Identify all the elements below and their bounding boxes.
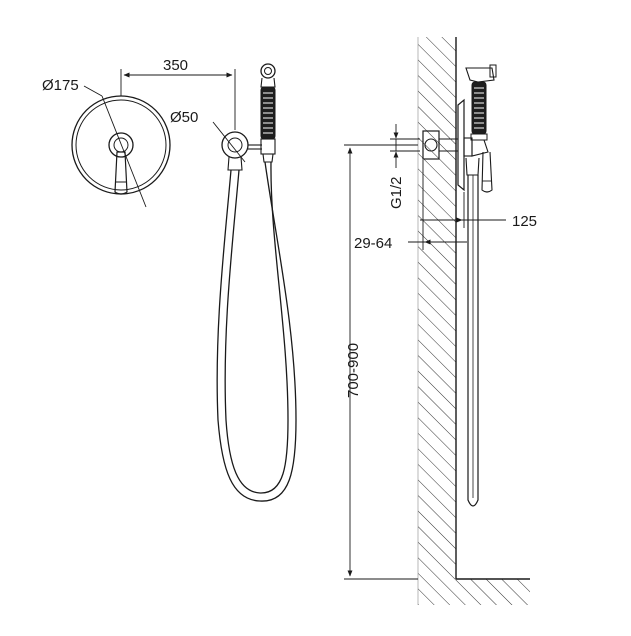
install-height-label: 700-900: [345, 343, 362, 398]
outlet-diameter-dimension: Ø50: [170, 109, 246, 163]
wall-depth-label: 29-64: [354, 235, 392, 252]
wall-section: [417, 37, 530, 605]
side-hose: [467, 175, 479, 507]
wall-outlet: [221, 131, 262, 171]
projection-label: 125: [512, 213, 537, 230]
offset-length-label: 350: [163, 57, 188, 74]
wall-depth-dimension: 29-64: [354, 160, 467, 252]
thread-label: G1/2: [388, 176, 405, 209]
side-hand-shower: [465, 64, 497, 176]
thread-dimension: G1/2: [388, 124, 420, 209]
side-lever-handle: [481, 151, 493, 193]
mixer-diameter-dimension: Ø175: [42, 77, 147, 208]
mixer-side-body: [422, 98, 493, 193]
hand-shower: [260, 63, 276, 163]
outlet-diameter-label: Ø50: [170, 109, 198, 126]
projection-dimension: 125: [420, 192, 537, 230]
offset-length-dimension: 350: [120, 57, 236, 130]
shower-hose: [216, 161, 297, 502]
mixer-diameter-label: Ø175: [42, 77, 79, 94]
install-height-dimension: 700-900: [344, 144, 418, 580]
front-view: Ø175 350 Ø50: [42, 57, 297, 502]
lever-handle: [114, 151, 128, 195]
side-view: G1/2 125 29-64 700-900: [344, 37, 537, 605]
